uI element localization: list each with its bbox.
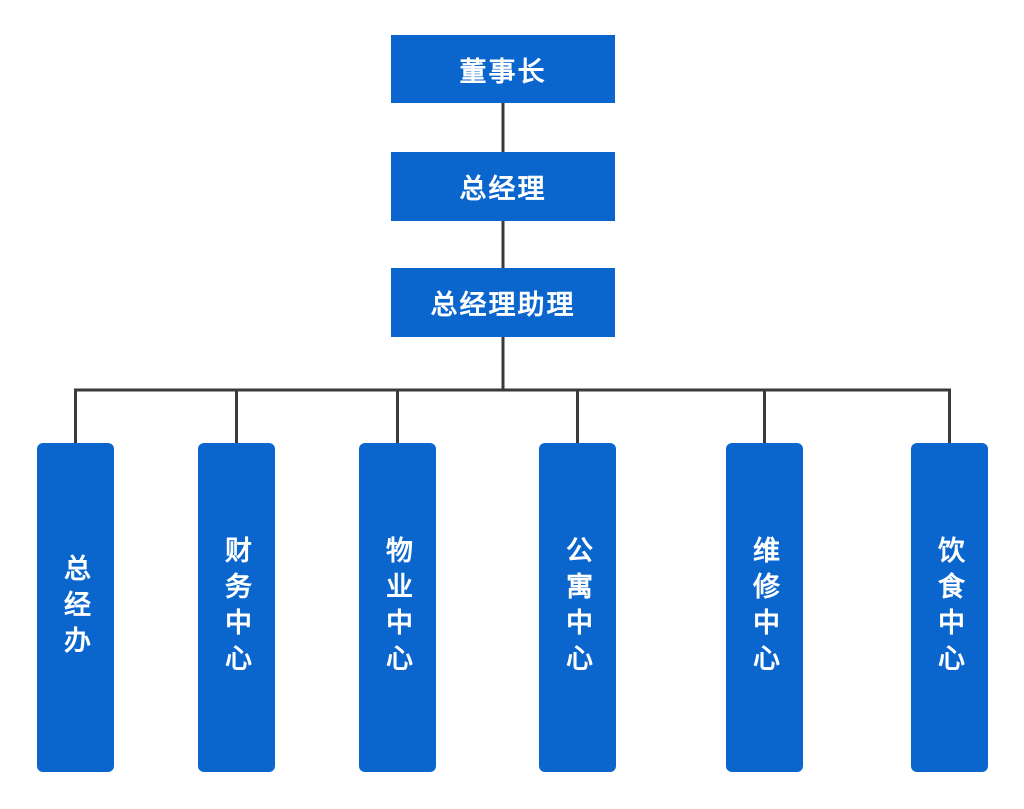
node-chairman: 董事长: [391, 35, 615, 103]
node-maintenance-center: 维修中心: [726, 443, 803, 772]
node-apartment-center: 公寓中心: [539, 443, 616, 772]
node-property-center: 物业中心: [359, 443, 436, 772]
node-finance-center: 财务中心: [198, 443, 275, 772]
node-food-center: 饮食中心: [911, 443, 988, 772]
rail-with-end-drops: [74, 388, 951, 443]
node-gm-office: 总经办: [37, 443, 114, 772]
node-general-manager-assistant: 总经理助理: [391, 268, 615, 337]
node-general-manager: 总经理: [391, 152, 615, 221]
